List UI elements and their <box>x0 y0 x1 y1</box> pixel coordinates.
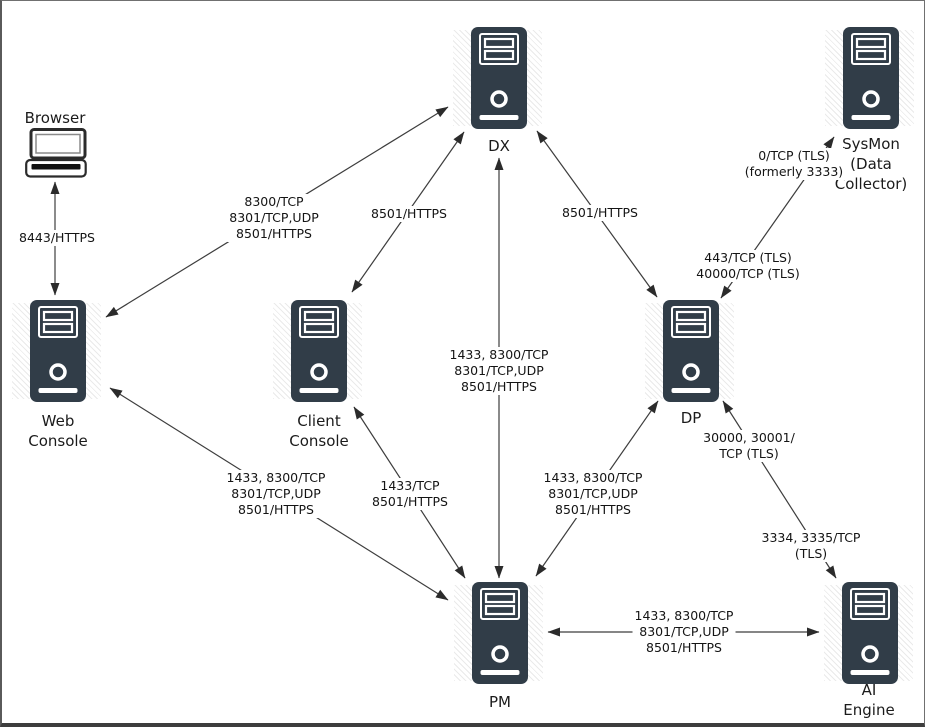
node-ai-engine <box>824 581 913 685</box>
server-icon <box>843 27 899 129</box>
edge-label-web-console-pm: 1433, 8300/TCP 8301/TCP,UDP 8501/HTTPS <box>224 470 328 518</box>
edge-label-dp-ai-lower: 3334, 3335/TCP (TLS) <box>759 530 863 562</box>
server-icon <box>30 300 86 402</box>
server-icon <box>291 300 347 402</box>
node-sysmon <box>825 26 914 130</box>
node-pm <box>454 581 543 685</box>
node-label-ai-engine: AI Engine <box>843 681 895 719</box>
edge-label-pm-ai-engine: 1433, 8300/TCP 8301/TCP,UDP 8501/HTTPS <box>632 608 736 656</box>
edge-label-client-console-pm: 1433/TCP 8501/HTTPS <box>370 478 450 510</box>
edge-label-dp-ai-upper: 30000, 30001/ TCP (TLS) <box>701 430 797 462</box>
node-label-browser: Browser <box>24 109 86 127</box>
server-icon <box>842 582 898 684</box>
server-icon <box>472 582 528 684</box>
node-label-pm: PM <box>489 693 511 711</box>
server-icon <box>663 300 719 402</box>
node-client-console <box>273 299 362 403</box>
edge-label-dp-pm: 1433, 8300/TCP 8301/TCP,UDP 8501/HTTPS <box>541 470 645 518</box>
node-browser <box>25 128 87 178</box>
edge-label-sysmon-dp-upper: 0/TCP (TLS) (formerly 3333) <box>742 148 846 180</box>
edge-label-dp-dx: 8501/HTTPS <box>560 205 640 221</box>
node-web-console <box>12 299 101 403</box>
node-label-client-console: Client Console <box>289 412 349 450</box>
edge-label-dx-pm: 1433, 8300/TCP 8301/TCP,UDP 8501/HTTPS <box>447 347 551 395</box>
node-label-dp: DP <box>680 409 702 427</box>
edge-label-web-console-dx: 8300/TCP 8301/TCP,UDP 8501/HTTPS <box>227 194 321 242</box>
laptop-icon <box>25 128 87 178</box>
node-label-web-console: Web Console <box>28 412 88 450</box>
node-label-sysmon: SysMon (Data Collector) <box>834 135 908 193</box>
node-dp <box>645 299 734 403</box>
edge-label-browser-web-console: 8443/HTTPS <box>17 230 97 246</box>
node-dx <box>453 26 542 130</box>
edge-label-sysmon-dp-lower: 443/TCP (TLS) 40000/TCP (TLS) <box>694 250 802 282</box>
server-icon <box>471 27 527 129</box>
edge-label-client-console-dx: 8501/HTTPS <box>369 206 449 222</box>
node-label-dx: DX <box>488 137 510 155</box>
